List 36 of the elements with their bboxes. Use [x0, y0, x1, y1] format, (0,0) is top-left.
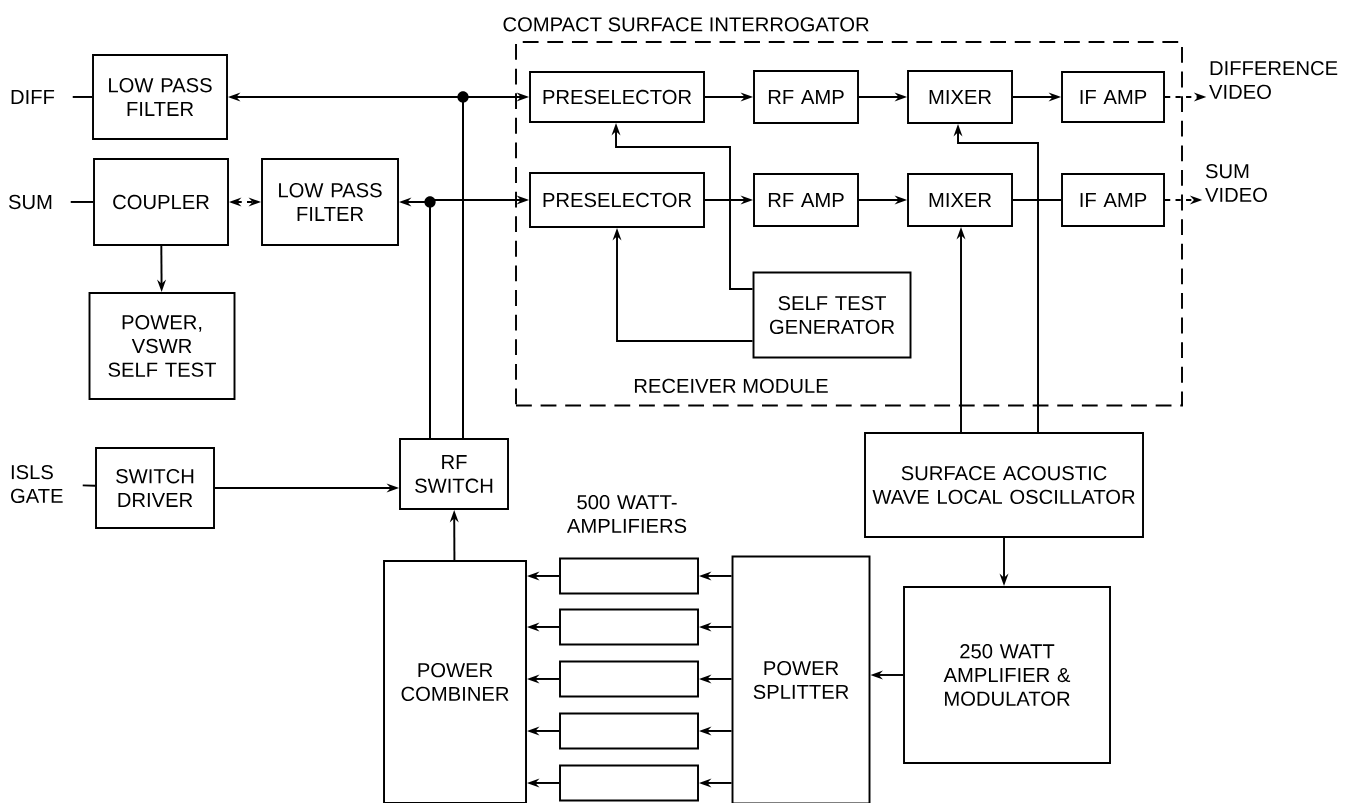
block-box: SWITCH DRIVER	[95, 447, 215, 529]
block-box: POWER SPLITTER	[731, 555, 871, 803]
amplifier-box	[559, 764, 699, 802]
block-box: LOW PASS FILTER	[261, 158, 399, 246]
block-box: POWER COMBINER	[383, 560, 527, 803]
connector-line	[71, 96, 93, 98]
signal-label: SUM	[8, 194, 52, 210]
block-box: RF AMP	[753, 70, 859, 124]
block-box: IF AMP	[1061, 173, 1165, 227]
signal-label: SUM VIDEO	[1205, 164, 1267, 202]
block-box: RF SWITCH	[399, 438, 509, 510]
block-box: MIXER	[907, 70, 1013, 124]
amplifier-box	[559, 660, 699, 698]
connector-line	[1012, 199, 1062, 201]
block-box: COUPLER	[93, 158, 229, 246]
block-box: 250 WATT AMPLIFIER & MODULATOR	[903, 586, 1111, 764]
block-box: PRESELECTOR	[529, 172, 705, 228]
block-box: MIXER	[907, 173, 1013, 227]
block-box: LOW PASS FILTER	[92, 54, 228, 140]
signal-label: DIFFERENCE VIDEO	[1209, 61, 1338, 99]
block-box: RF AMP	[753, 173, 859, 227]
amplifier-box	[559, 712, 699, 750]
block-box: SURFACE ACOUSTIC WAVE LOCAL OSCILLATOR	[864, 432, 1144, 538]
module-caption: RECEIVER MODULE	[634, 378, 828, 393]
signal-label: ISLS GATE	[11, 465, 63, 503]
amplifier-box	[559, 608, 699, 646]
block-box: PRESELECTOR	[529, 71, 705, 123]
block-box: IF AMP	[1061, 71, 1165, 123]
block-box: POWER, VSWR SELF TEST	[88, 292, 236, 400]
amplifier-box	[559, 557, 699, 595]
module-title: COMPACT SURFACE INTERROGATOR	[503, 17, 869, 32]
block-box: SELF TEST GENERATOR	[752, 271, 912, 359]
signal-label: DIFF	[11, 90, 55, 104]
connector-line	[81, 484, 96, 487]
group-label: 500 WATT- AMPLIFIERS	[566, 495, 687, 533]
connector-line	[69, 201, 94, 203]
